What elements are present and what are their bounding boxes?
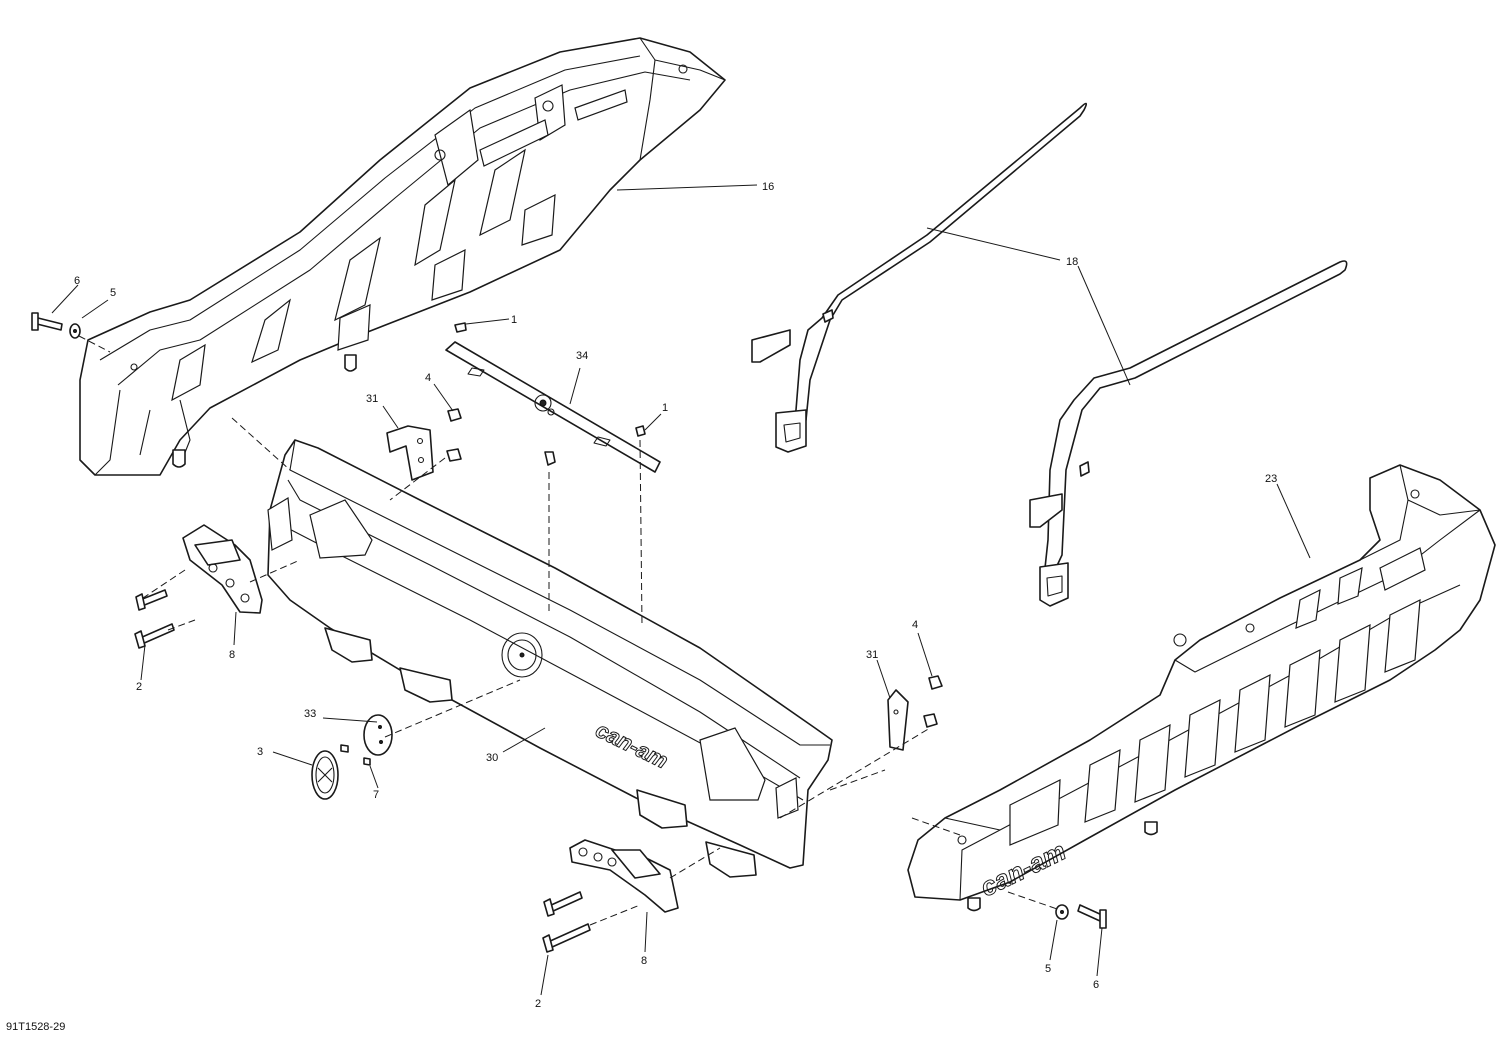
callout-4-upper: 4 — [425, 372, 431, 384]
grab-bar-upper — [751, 102, 1088, 453]
callout-6-right: 6 — [1093, 979, 1099, 991]
washer-5-right — [1055, 904, 1069, 920]
bolt-6-left — [31, 312, 63, 331]
grab-bar-lower — [1029, 260, 1348, 607]
bolt-2-lower-a — [543, 891, 583, 917]
callout-2-upper: 2 — [136, 681, 142, 693]
callout-34: 34 — [576, 350, 588, 362]
callout-5-left: 5 — [110, 287, 116, 299]
callout-31-right: 31 — [866, 649, 878, 661]
tailgate-body: can-am — [267, 439, 833, 878]
screw-1-lower — [635, 425, 646, 437]
nut-center — [544, 451, 556, 466]
callout-1-upper: 1 — [511, 314, 517, 326]
retaining-plate — [445, 341, 661, 473]
callout-4-right: 4 — [912, 619, 918, 631]
bolt-2-upper-b — [134, 623, 175, 649]
callout-18: 18 — [1066, 256, 1078, 268]
bracket-31-left — [386, 425, 434, 481]
side-rail-right: can-am — [907, 464, 1496, 912]
bolt-6-right — [1077, 904, 1107, 929]
callout-labels: 16 18 6 5 1 34 4 31 1 23 8 2 33 3 7 30 3… — [74, 181, 1277, 1010]
nut-4-upper — [446, 408, 462, 462]
callout-7: 7 — [373, 789, 379, 801]
callout-8-upper: 8 — [229, 649, 235, 661]
bolt-2-upper-a — [135, 589, 168, 611]
latch-8-lower — [569, 839, 679, 913]
callout-1-lower: 1 — [662, 402, 668, 414]
callout-3: 3 — [257, 746, 263, 758]
bolt-2-lower-b — [542, 923, 591, 953]
side-rail-left — [79, 37, 726, 476]
screw-1-upper — [454, 322, 467, 333]
emblem-plate-33 — [363, 714, 393, 756]
nut-4-right — [923, 675, 943, 728]
leader-lines — [51, 184, 1311, 996]
callout-23: 23 — [1265, 473, 1277, 485]
assembly-lines — [78, 335, 1061, 926]
callout-5-right: 5 — [1045, 963, 1051, 975]
callout-2-lower: 2 — [535, 998, 541, 1010]
screw-7 — [340, 744, 371, 766]
callout-33: 33 — [304, 708, 316, 720]
bracket-31-right — [887, 689, 909, 751]
latch-8-upper — [182, 524, 263, 614]
emblem-badge-3 — [311, 750, 339, 800]
callout-6-left: 6 — [74, 275, 80, 287]
washer-5-left — [69, 323, 81, 339]
callout-16: 16 — [762, 181, 774, 193]
callout-8-lower: 8 — [641, 955, 647, 967]
diagram-reference-code: 91T1528-29 — [6, 1021, 65, 1033]
callout-30: 30 — [486, 752, 498, 764]
callout-31-left: 31 — [366, 393, 378, 405]
